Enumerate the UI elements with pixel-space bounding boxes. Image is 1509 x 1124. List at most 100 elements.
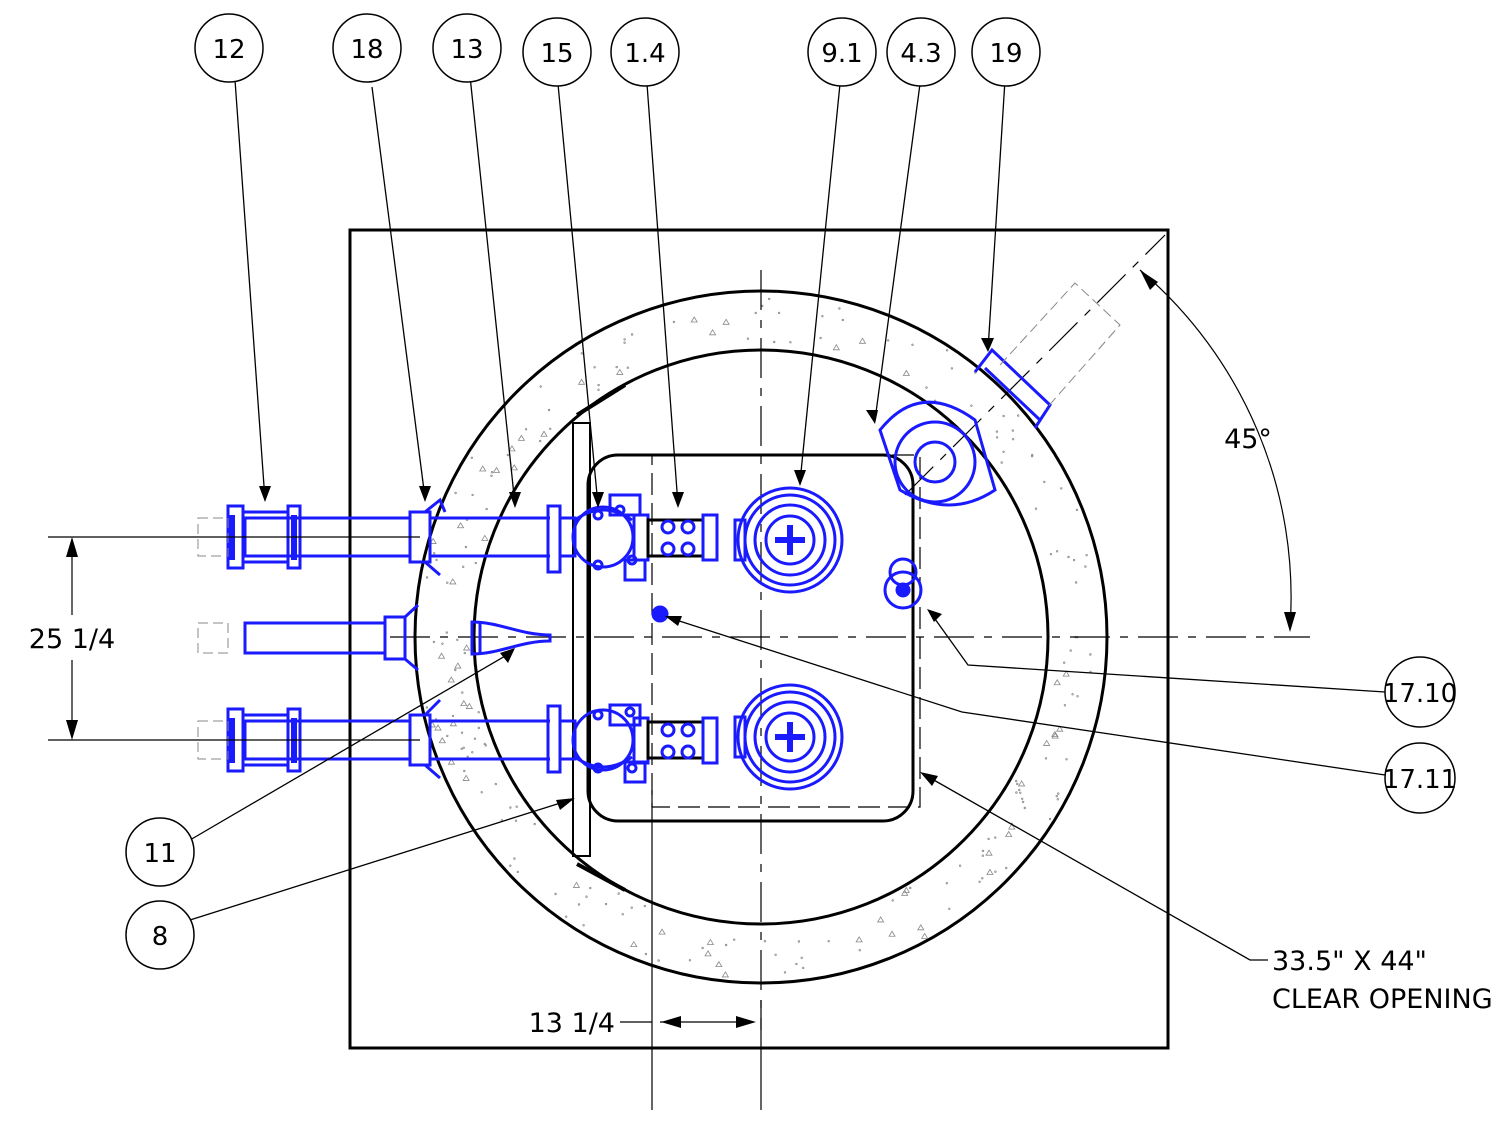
speckle-mark — [547, 408, 551, 412]
speckle-mark — [970, 404, 973, 407]
speckle-mark — [506, 453, 510, 457]
speckle-mark — [460, 731, 464, 734]
clear-opening-note-line1: 33.5" X 44" — [1272, 946, 1427, 977]
speckle-mark — [1023, 806, 1027, 810]
speckle-mark — [604, 902, 608, 906]
speckle-mark — [902, 369, 911, 376]
speckle-mark — [763, 940, 767, 943]
speckle-mark — [981, 854, 985, 857]
speckle-mark — [615, 365, 618, 369]
speckle-mark — [994, 870, 997, 873]
speckle-mark — [462, 746, 465, 750]
speckle-mark — [597, 388, 600, 392]
speckle-mark — [1065, 758, 1068, 761]
speckle-mark — [891, 899, 894, 902]
callout-19: 19 — [971, 17, 1041, 87]
speckle-mark — [1015, 779, 1018, 783]
speckle-mark — [479, 465, 487, 472]
dimension-vertical-spacing: 25 1/4 — [29, 624, 115, 655]
speckle-mark — [454, 668, 457, 672]
speckle-mark — [1060, 487, 1063, 490]
speckle-mark — [838, 307, 841, 310]
speckle-mark — [1005, 866, 1008, 870]
speckle-mark — [465, 702, 474, 709]
speckle-mark — [985, 849, 993, 856]
speckle-mark — [485, 507, 488, 511]
speckle-mark — [657, 959, 660, 962]
speckle-mark — [432, 640, 436, 644]
speckle-mark — [1034, 507, 1038, 510]
svg-text:12: 12 — [212, 35, 245, 65]
speckle-mark — [1051, 730, 1059, 737]
speckle-mark — [1042, 739, 1051, 746]
speckle-mark — [481, 534, 489, 541]
leader-arrowheads — [259, 338, 994, 810]
pump-upper — [733, 486, 844, 594]
speckle-mark — [1057, 792, 1060, 795]
speckle-mark — [1067, 555, 1070, 559]
clear-opening — [651, 454, 921, 808]
callout-13: 13 — [432, 13, 502, 83]
speckle-mark — [1049, 553, 1053, 556]
speckle-mark — [447, 676, 455, 683]
speckle-mark — [451, 714, 455, 718]
speckle-mark — [471, 493, 474, 497]
speckle-mark — [888, 930, 896, 937]
upper-discharge-pipe — [226, 504, 577, 574]
speckle-mark — [995, 430, 999, 433]
speckle-mark — [958, 864, 962, 867]
speckle-mark — [1000, 461, 1003, 464]
callout-17-11: 17.11 — [1383, 742, 1457, 814]
speckle-mark — [858, 337, 867, 344]
speckle-mark — [1076, 695, 1079, 698]
speckle-mark — [721, 971, 730, 978]
speckle-mark — [509, 864, 512, 867]
speckle-mark — [1016, 782, 1019, 786]
speckle-mark — [462, 565, 465, 569]
speckle-mark — [1075, 508, 1079, 512]
speckle-mark — [477, 711, 480, 714]
speckle-mark — [460, 747, 463, 751]
speckle-mark — [513, 857, 516, 860]
speckle-mark — [1011, 429, 1015, 432]
speckle-mark — [456, 522, 465, 529]
speckle-mark — [819, 336, 822, 340]
speckle-mark — [658, 928, 666, 935]
speckle-mark — [449, 720, 458, 727]
speckle-mark — [593, 366, 596, 369]
speckle-mark — [1044, 757, 1048, 760]
speckle-mark — [715, 960, 723, 968]
speckle-mark — [832, 344, 841, 351]
speckle-mark — [517, 434, 526, 441]
speckle-mark — [470, 456, 474, 460]
svg-text:9.1: 9.1 — [821, 39, 862, 69]
speckle-mark — [438, 736, 446, 744]
speckle-mark — [580, 352, 584, 355]
speckle-mark — [1021, 800, 1025, 804]
speckle-mark — [462, 774, 470, 781]
speckle-mark — [945, 349, 949, 352]
speckle-mark — [441, 642, 444, 645]
speckle-mark — [1002, 414, 1005, 418]
speckle-mark — [597, 383, 600, 387]
speckle-mark — [774, 953, 777, 957]
dimension-angle: 45° — [1224, 424, 1272, 455]
speckle-mark — [474, 561, 478, 565]
svg-text:19: 19 — [989, 39, 1022, 69]
wall-sleeve-lower — [423, 698, 442, 780]
concrete-speckle — [425, 297, 1092, 978]
speckle-mark — [1017, 780, 1026, 787]
inlet-pipe — [243, 603, 552, 672]
speckle-mark — [515, 805, 518, 808]
speckle-mark — [623, 341, 626, 344]
speckle-mark — [754, 311, 757, 315]
speckle-mark — [510, 464, 518, 471]
speckle-mark — [920, 932, 929, 939]
speckle-mark — [514, 819, 518, 822]
speckle-mark — [950, 367, 954, 370]
speckle-mark — [1030, 455, 1034, 458]
speckle-mark — [1002, 450, 1005, 454]
svg-text:17.11: 17.11 — [1383, 765, 1457, 795]
speckle-mark — [585, 895, 588, 898]
